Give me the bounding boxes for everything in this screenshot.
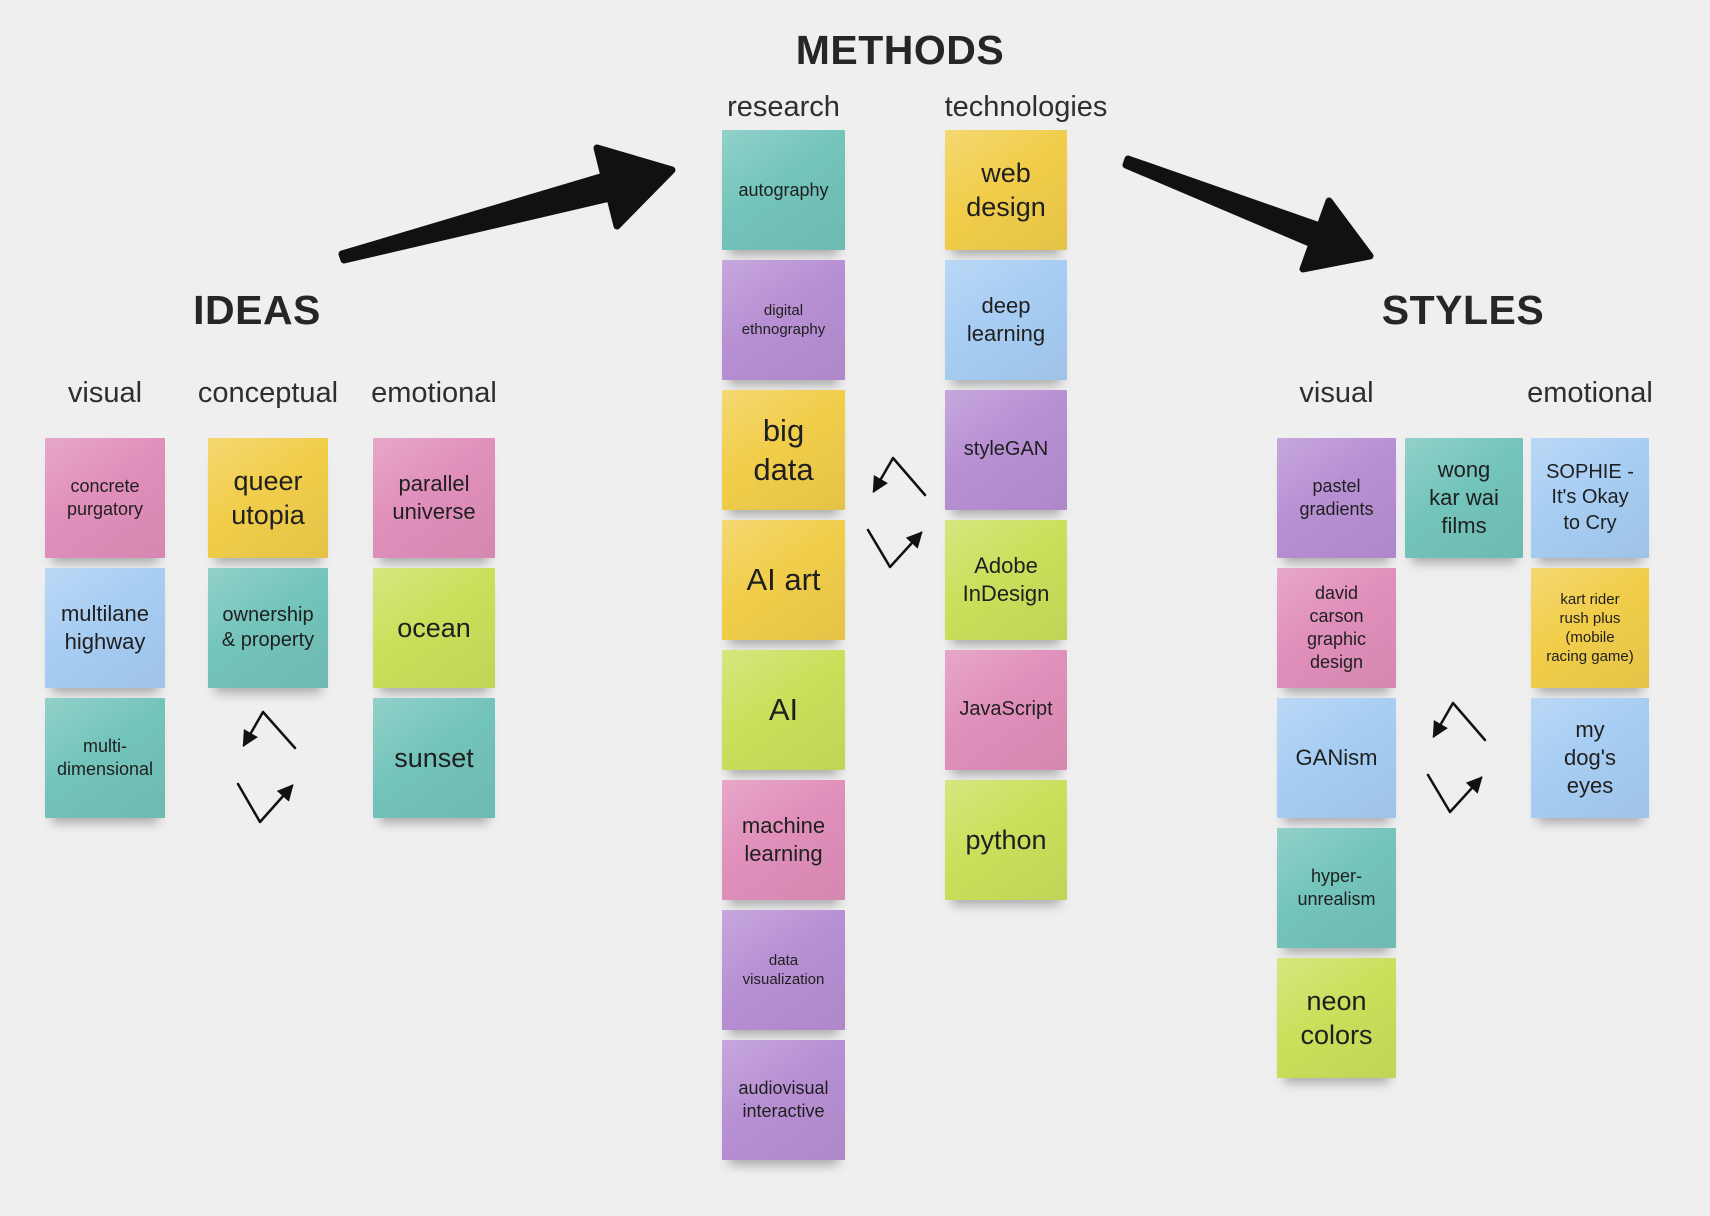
section-title-styles[interactable]: STYLES [1381, 287, 1545, 333]
sticky-note[interactable]: styleGAN [945, 390, 1067, 510]
sticky-note[interactable]: AI [722, 650, 845, 770]
sticky-note[interactable]: python [945, 780, 1067, 900]
sticky-note[interactable]: GANism [1277, 698, 1396, 818]
sticky-note[interactable]: audiovisual interactive [722, 1040, 845, 1160]
exchange-arrows-styles-icon[interactable] [1426, 701, 1487, 814]
sticky-note-text: audiovisual interactive [738, 1078, 829, 1121]
big-arrow-ideas-to-methods-icon[interactable] [338, 144, 676, 264]
sticky-note[interactable]: big data [722, 390, 845, 510]
sticky-note[interactable]: SOPHIE - It's Okay to Cry [1531, 438, 1649, 558]
sticky-note-text: digital ethnography [741, 301, 826, 338]
column-ideas-emotional: emotional parallel universe ocean sunset [371, 377, 497, 818]
sticky-note[interactable]: Adobe InDesign [945, 520, 1067, 640]
sticky-note[interactable]: neon colors [1277, 958, 1396, 1078]
sticky-note-text: styleGAN [963, 438, 1049, 461]
section-title-methods[interactable]: METHODS [795, 27, 1005, 73]
sticky-note[interactable]: pastel gradients [1277, 438, 1396, 558]
column-header-methods-research[interactable]: research [727, 91, 840, 123]
sticky-note-text: web design [966, 157, 1046, 222]
sticky-note[interactable]: machine learning [722, 780, 845, 900]
sticky-note[interactable]: multilane highway [45, 568, 165, 688]
sticky-note-text: my dog's eyes [1564, 717, 1616, 798]
sticky-note[interactable]: parallel universe [373, 438, 495, 558]
sticky-note-text: david carson graphic design [1306, 583, 1367, 672]
column-methods-technologies: technologies web design deep learning styl… [945, 91, 1107, 900]
column-styles-visual: visual pastel gradients david carson grap… [1277, 377, 1396, 1078]
column-methods-research: research autography digital ethnography bi… [722, 91, 845, 1160]
sticky-note-text: pastel gradients [1299, 476, 1374, 519]
column-header-ideas-visual[interactable]: visual [67, 377, 143, 409]
exchange-arrows-methods-icon[interactable] [866, 456, 927, 569]
sticky-note-text: queer utopia [231, 465, 305, 530]
sticky-note[interactable]: ocean [373, 568, 495, 688]
sticky-note[interactable]: ownership & property [208, 568, 328, 688]
sticky-note-text: concrete purgatory [66, 476, 144, 519]
sticky-note-text: data visualization [742, 951, 825, 988]
sticky-note[interactable]: my dog's eyes [1531, 698, 1649, 818]
sticky-note-text: Adobe InDesign [962, 553, 1050, 606]
sticky-note[interactable]: autography [722, 130, 845, 250]
sticky-note[interactable]: hyper- unrealism [1277, 828, 1396, 948]
sticky-note-text: hyper- unrealism [1297, 866, 1376, 909]
sticky-note[interactable]: AI art [722, 520, 845, 640]
sticky-note-text: deep learning [966, 293, 1046, 346]
sticky-note-text: AI art [746, 562, 821, 598]
sticky-note-text: wong kar wai films [1429, 457, 1499, 538]
column-header-methods-technologies[interactable]: technologies [944, 91, 1108, 123]
sticky-note-text: machine learning [741, 813, 826, 866]
sticky-note[interactable]: sunset [373, 698, 495, 818]
column-styles-middle: wong kar wai films [1405, 438, 1523, 558]
column-header-ideas-conceptual[interactable]: conceptual [197, 377, 339, 409]
sticky-note-text: kart rider rush plus (mobile racing game… [1546, 590, 1634, 666]
sticky-note-text: python [965, 824, 1047, 855]
sticky-note-text: JavaScript [959, 698, 1053, 721]
section-title-ideas[interactable]: IDEAS [193, 287, 321, 333]
sticky-note-text: autography [738, 179, 829, 200]
sticky-note[interactable]: JavaScript [945, 650, 1067, 770]
sticky-note-text: GANism [1295, 745, 1378, 771]
sticky-note[interactable]: queer utopia [208, 438, 328, 558]
sticky-note[interactable]: data visualization [722, 910, 845, 1030]
column-header-styles-visual[interactable]: visual [1299, 377, 1374, 409]
column-header-ideas-emotional[interactable]: emotional [371, 377, 497, 409]
column-styles-emotional: emotional SOPHIE - It's Okay to Cry kart … [1527, 377, 1653, 818]
sticky-note-text: ownership & property [221, 603, 315, 651]
sticky-note[interactable]: wong kar wai films [1405, 438, 1523, 558]
sticky-note-text: neon colors [1300, 985, 1373, 1050]
sticky-note[interactable]: web design [945, 130, 1067, 250]
sticky-note[interactable]: concrete purgatory [45, 438, 165, 558]
sticky-note[interactable]: digital ethnography [722, 260, 845, 380]
column-ideas-conceptual: conceptual queer utopia ownership & prope… [198, 377, 338, 688]
sticky-note-text: AI [768, 692, 799, 728]
sticky-note-text: sunset [394, 742, 474, 773]
exchange-arrows-ideas-icon[interactable] [236, 710, 297, 824]
sticky-note[interactable]: kart rider rush plus (mobile racing game… [1531, 568, 1649, 688]
sticky-note-text: ocean [397, 612, 471, 643]
sticky-note-text: parallel universe [392, 471, 476, 524]
sticky-note[interactable]: deep learning [945, 260, 1067, 380]
sticky-note-text: multi- dimensional [56, 736, 154, 779]
sticky-note[interactable]: david carson graphic design [1277, 568, 1396, 688]
sticky-note-text: big data [753, 412, 814, 487]
sticky-note[interactable]: multi- dimensional [45, 698, 165, 818]
column-header-styles-emotional[interactable]: emotional [1527, 377, 1653, 409]
column-ideas-visual: visual concrete purgatory multilane highw… [45, 377, 165, 818]
sticky-note-text: SOPHIE - It's Okay to Cry [1546, 460, 1634, 534]
sticky-note-text: multilane highway [60, 601, 150, 654]
big-arrow-methods-to-styles-icon[interactable] [1122, 155, 1374, 273]
